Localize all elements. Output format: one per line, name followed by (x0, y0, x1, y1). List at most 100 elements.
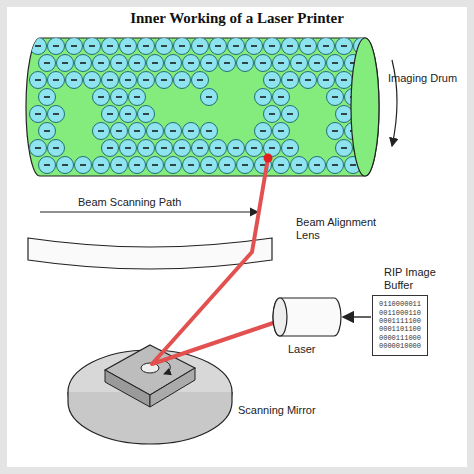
charge (75, 55, 92, 72)
minus-sign (278, 96, 284, 97)
charge (39, 55, 56, 72)
charge (102, 140, 119, 157)
alignment-lens (28, 238, 272, 269)
charge (93, 123, 110, 140)
minus-sign (89, 45, 95, 46)
scan-path-arrow (40, 211, 258, 212)
charge (75, 157, 92, 174)
minus-sign (269, 113, 275, 114)
laser-cylinder (272, 294, 344, 340)
buffer-heading: RIP Image Buffer (384, 266, 464, 291)
charge (183, 157, 200, 174)
charge (282, 38, 299, 55)
minus-sign (170, 130, 176, 131)
charge (165, 55, 182, 72)
minus-sign (143, 113, 149, 114)
charge (57, 157, 74, 174)
charge (237, 157, 254, 174)
minus-sign (278, 130, 284, 131)
minus-sign (206, 62, 212, 63)
minus-sign (143, 45, 149, 46)
minus-sign (80, 164, 86, 165)
charge (273, 89, 290, 106)
minus-sign (107, 147, 113, 148)
charge (327, 55, 344, 72)
minus-sign (107, 45, 113, 46)
charge (39, 123, 56, 140)
charge (138, 106, 155, 123)
minus-sign (161, 147, 167, 148)
minus-sign (62, 164, 68, 165)
charge (138, 72, 155, 89)
minus-sign (152, 62, 158, 63)
charge (282, 106, 299, 123)
minus-sign (62, 62, 68, 63)
minus-sign (134, 62, 140, 63)
charge (336, 72, 353, 89)
minus-sign (224, 164, 230, 165)
charge (264, 72, 281, 89)
charge (138, 140, 155, 157)
minus-sign (206, 96, 212, 97)
minus-sign (215, 45, 221, 46)
minus-sign (116, 62, 122, 63)
minus-sign (269, 45, 275, 46)
minus-sign (170, 164, 176, 165)
charge (201, 157, 218, 174)
minus-sign (134, 96, 140, 97)
minus-sign (35, 113, 41, 114)
charge (183, 55, 200, 72)
minus-sign (188, 130, 194, 131)
minus-sign (107, 79, 113, 80)
charge (327, 123, 344, 140)
minus-sign (323, 45, 329, 46)
charge (111, 123, 128, 140)
charge (246, 140, 263, 157)
minus-sign (44, 164, 50, 165)
charge (111, 89, 128, 106)
charge (201, 55, 218, 72)
minus-sign (197, 79, 203, 80)
minus-sign (206, 130, 212, 131)
minus-sign (332, 96, 338, 97)
charge (264, 106, 281, 123)
charge (165, 123, 182, 140)
charge (30, 106, 47, 123)
minus-sign (206, 164, 212, 165)
minus-sign (107, 113, 113, 114)
charge (30, 140, 47, 157)
charge (138, 38, 155, 55)
minus-sign (35, 147, 41, 148)
minus-sign (251, 45, 257, 46)
charge (219, 55, 236, 72)
charge (201, 123, 218, 140)
charge (264, 38, 281, 55)
charge (84, 38, 101, 55)
charge (66, 72, 83, 89)
charge (318, 72, 335, 89)
minus-sign (341, 147, 347, 148)
charge (93, 55, 110, 72)
minus-sign (44, 96, 50, 97)
minus-sign (278, 164, 284, 165)
laser-unit: Laser (272, 294, 352, 356)
minus-sign (278, 62, 284, 63)
charge (327, 157, 344, 174)
charge (129, 55, 146, 72)
charge (219, 157, 236, 174)
laser-label: Laser (272, 343, 352, 356)
charge (156, 38, 173, 55)
minus-sign (260, 96, 266, 97)
charge (201, 89, 218, 106)
charge (102, 72, 119, 89)
charge (66, 38, 83, 55)
charge (336, 140, 353, 157)
charge (174, 38, 191, 55)
charge (120, 106, 137, 123)
minus-sign (53, 113, 59, 114)
charge (273, 55, 290, 72)
charge (48, 72, 65, 89)
charge (48, 106, 65, 123)
